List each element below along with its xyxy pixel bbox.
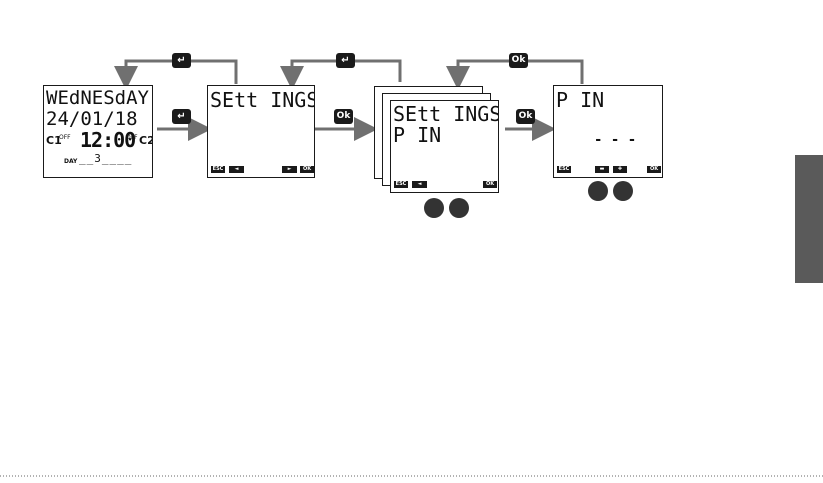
off-left-label: OFF (59, 134, 71, 141)
day-value: __3____ (79, 153, 132, 164)
settings-text: SEtt INGS (393, 104, 499, 124)
enter-key-badge-top-1: ↵ (172, 53, 191, 68)
weekday-text: WEdNESdAY (46, 89, 149, 108)
hardware-button-2[interactable] (449, 198, 469, 218)
ok-key-badge-forward-3: Ok (516, 109, 535, 124)
softkey-ok[interactable]: OK (647, 166, 661, 173)
softkey-esc[interactable]: ESC (394, 181, 408, 188)
softkey-esc[interactable]: ESC (557, 166, 571, 173)
softkey-left[interactable]: ◄ (229, 166, 244, 173)
pin-text: P IN (393, 125, 441, 145)
softkey-bar: ESC ◄ OK (391, 181, 498, 189)
enter-key-badge-top-2: ↵ (336, 53, 355, 68)
softkey-plus[interactable]: ✚ (613, 166, 627, 173)
lcd-screen-date-time: WEdNESdAY 24/01/18 C1 OFF 12:00 OFF C2 D… (43, 85, 153, 178)
lcd-screen-pin-entry: P IN - - - ESC ▬ ✚ OK (553, 85, 663, 178)
hardware-button-4[interactable] (613, 181, 633, 201)
softkey-bar: ESC ▬ ✚ OK (554, 166, 662, 174)
ok-key-badge-forward-2: Ok (334, 109, 353, 124)
side-tab-marker (795, 155, 823, 283)
bottom-dotted-rule (0, 474, 823, 478)
channel-c2-label: C2 (139, 134, 153, 147)
pin-dashes: - - - (594, 133, 636, 147)
softkey-ok[interactable]: OK (300, 166, 314, 173)
off-right-label: OFF (126, 134, 138, 141)
softkey-left[interactable]: ◄ (412, 181, 427, 188)
pin-title-text: P IN (556, 90, 604, 110)
ok-key-badge-top-3: Ok (509, 53, 528, 68)
settings-text: SEtt INGS (210, 90, 315, 110)
softkey-ok[interactable]: OK (483, 181, 497, 188)
softkey-right[interactable]: ► (282, 166, 297, 173)
day-label: DAY (64, 158, 77, 165)
hardware-button-1[interactable] (424, 198, 444, 218)
lcd-screen-settings-pin: SEtt INGS P IN ESC ◄ OK (390, 100, 499, 193)
softkey-bar: ESC ◄ ► OK (208, 166, 314, 174)
enter-key-badge-forward-1: ↵ (172, 109, 191, 124)
date-text: 24/01/18 (46, 110, 138, 129)
lcd-screen-settings: SEtt INGS ESC ◄ ► OK (207, 85, 315, 178)
softkey-minus[interactable]: ▬ (595, 166, 609, 173)
softkey-esc[interactable]: ESC (211, 166, 225, 173)
hardware-button-3[interactable] (588, 181, 608, 201)
